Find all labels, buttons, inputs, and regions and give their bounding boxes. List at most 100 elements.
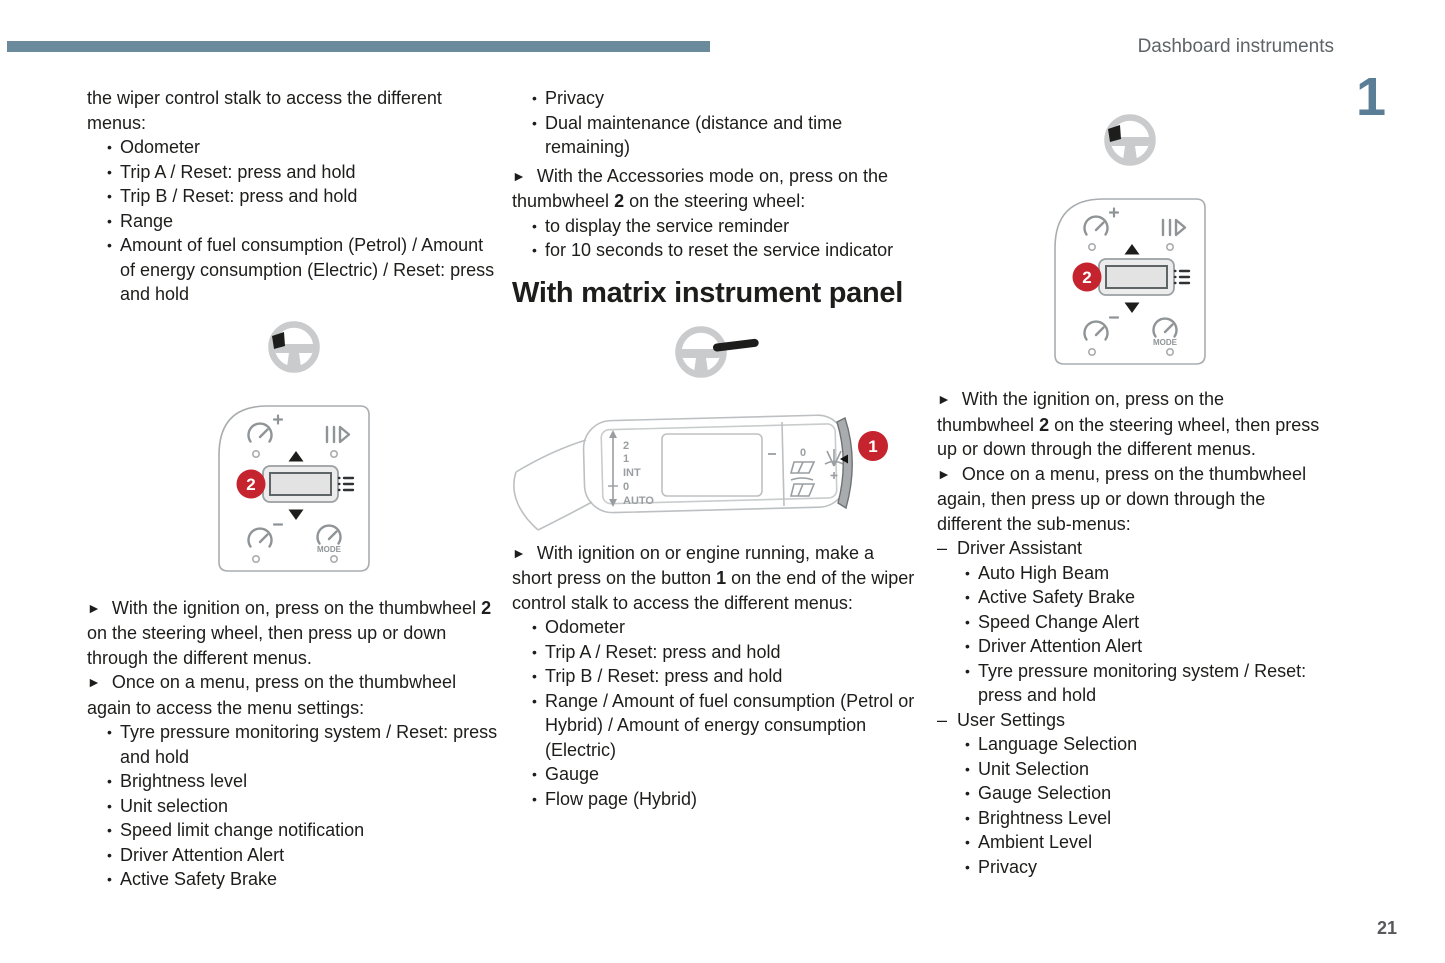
list-item: •Amount of fuel consumption (Petrol) / A…	[107, 235, 495, 304]
menu-list: •Privacy •Dual maintenance (distance and…	[512, 86, 917, 160]
list-item: •Odometer	[87, 135, 501, 160]
plus-mark	[272, 413, 284, 425]
list-item: •Tyre pressure monitoring system / Reset…	[965, 660, 1307, 706]
svg-text:1: 1	[868, 437, 877, 456]
list-item: •Auto High Beam	[937, 561, 1323, 586]
intro-paragraph: the wiper control stalk to access the di…	[87, 88, 442, 133]
scroll-down-arrow	[1124, 302, 1140, 313]
menu-list-icon	[1173, 269, 1191, 285]
thumbwheel-location-mark	[272, 331, 285, 349]
indicator-dot	[251, 449, 260, 458]
list-item: •Unit selection	[87, 794, 501, 819]
instruction-step: ►Once on a menu, press on the thumbwheel…	[937, 463, 1307, 534]
rear-wiper-zone: 0	[789, 447, 816, 497]
list-item: •Gauge	[512, 762, 917, 787]
bullet-dot: •	[532, 114, 537, 131]
accessories-list: •to display the service reminder •for 10…	[512, 214, 917, 263]
bullet-dot: •	[532, 90, 537, 106]
bullet-dot: •	[107, 822, 112, 838]
bullet-dot: •	[965, 589, 970, 605]
steering-wheel-controls-diagram: 2 MODE	[218, 404, 370, 572]
limiter-pause-play-icon	[1161, 218, 1187, 237]
stalk-display-area	[661, 432, 763, 497]
submenu-group-label: –Driver Assistant	[937, 536, 1323, 561]
thumbwheel	[262, 464, 339, 503]
instruction-step: ►With ignition on or engine running, mak…	[512, 542, 915, 613]
svg-text:AUTO: AUTO	[623, 495, 654, 507]
bullet-dot: •	[965, 564, 970, 581]
bullet-dot: •	[107, 139, 112, 155]
submenu-group: –User Settings •Language Selection •Unit…	[937, 708, 1323, 880]
list-item: •Speed Change Alert	[937, 610, 1323, 635]
list-item: •Brightness level	[87, 769, 501, 794]
steering-wheel-icon	[268, 320, 320, 373]
bullet-dot: •	[532, 217, 537, 234]
accent-bar	[7, 41, 710, 52]
steering-wheel-controls-diagram: 2 MODE	[1054, 198, 1206, 365]
submenu-group-label: –User Settings	[937, 708, 1323, 733]
callout-2-badge: 2	[236, 469, 266, 498]
wiper-stalk-diagram: 2 1 INT 0 AUTO 0	[513, 413, 888, 531]
thumbwheel	[1098, 258, 1175, 296]
bullet-dot: •	[532, 643, 537, 660]
bullet-dot: •	[107, 163, 112, 180]
bullet-dot: •	[965, 638, 970, 654]
dash-mark: –	[937, 709, 948, 730]
step-arrow: ►	[937, 391, 951, 407]
list-item: •Active Safety Brake	[937, 585, 1323, 610]
list-item: •Range	[87, 209, 501, 234]
rear-wash-wipe-icon	[789, 476, 816, 497]
indicator-dot	[1166, 348, 1175, 357]
plus-mark	[1108, 207, 1120, 218]
rear-wiper-icon	[789, 460, 816, 474]
bullet-dot: •	[532, 692, 537, 709]
list-item: •Language Selection	[937, 732, 1323, 757]
instruction-step: ►With the ignition on, press on the thum…	[937, 389, 1320, 459]
step-arrow: ►	[512, 167, 526, 184]
steering-wheel-icon	[1104, 114, 1156, 166]
list-item: •Odometer	[512, 615, 917, 640]
svg-text:2: 2	[1082, 268, 1091, 287]
svg-text:2: 2	[246, 475, 255, 494]
wheel-hub	[678, 348, 723, 374]
bullet-dot: •	[532, 242, 537, 258]
indicator-dot	[1087, 348, 1096, 357]
list-item: •Active Safety Brake	[87, 867, 501, 892]
windscreen-wash-icon	[824, 448, 844, 479]
instruction-step: ►With the ignition on, press on the thum…	[87, 597, 492, 668]
svg-text:1: 1	[623, 453, 629, 465]
scroll-up-arrow	[1124, 244, 1140, 255]
list-item: •Tyre pressure monitoring system / Reset…	[107, 722, 498, 767]
list-item: •Gauge Selection	[937, 781, 1323, 806]
menu-list: •Odometer •Trip A / Reset: press and hol…	[512, 615, 917, 811]
bullet-dot: •	[107, 212, 112, 229]
bullet-dot: •	[965, 760, 970, 777]
list-item: •Flow page (Hybrid)	[512, 787, 917, 812]
indicator-dot	[330, 554, 339, 563]
list-item: •to display the service reminder	[512, 214, 917, 239]
list-item: •Speed limit change notification	[87, 818, 501, 843]
list-item: •Dual maintenance (distance and time rem…	[532, 112, 843, 158]
callout-1-badge: 1	[858, 430, 888, 461]
svg-text:INT: INT	[623, 467, 641, 479]
list-item: •Privacy	[512, 86, 917, 111]
indicator-dot	[251, 554, 260, 563]
bullet-dot: •	[965, 834, 970, 850]
column-left: the wiper control stalk to access the di…	[87, 86, 501, 892]
callout-2-badge: 2	[1072, 262, 1102, 292]
bullet-dot: •	[532, 790, 537, 807]
bullet-dot: •	[965, 858, 970, 875]
indicator-dot	[1166, 242, 1175, 251]
bullet-dot: •	[107, 846, 112, 863]
thumbwheel-location-mark	[1108, 125, 1121, 142]
scroll-down-arrow	[288, 509, 304, 520]
submenu-group: –Driver Assistant •Auto High Beam •Activ…	[937, 536, 1323, 708]
mode-label: MODE	[1153, 338, 1178, 347]
instruction-step: ►With the Accessories mode on, press on …	[512, 165, 889, 212]
list-item: •Brightness Level	[937, 806, 1323, 831]
step-arrow: ►	[512, 544, 526, 561]
bullet-dot: •	[965, 809, 970, 826]
bullet-dot: •	[532, 619, 537, 635]
list-item: •for 10 seconds to reset the service ind…	[512, 238, 917, 263]
list-item: •Driver Attention Alert	[937, 634, 1323, 659]
